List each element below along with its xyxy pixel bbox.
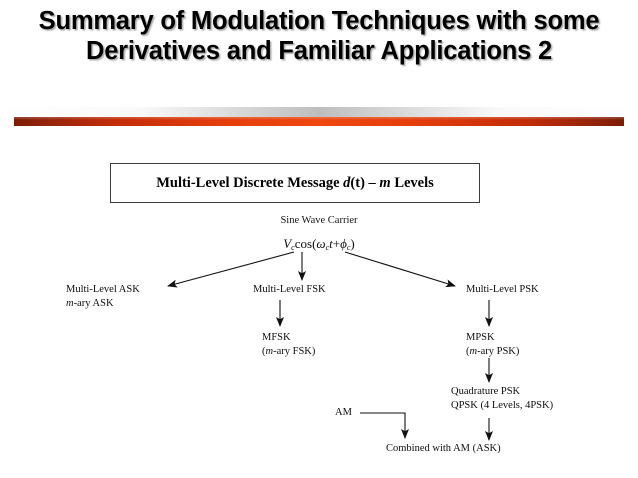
node-multi-level-ask-m: m bbox=[66, 297, 74, 309]
node-combined-am-ask-label: Combined with AM (ASK) bbox=[386, 443, 501, 454]
node-multi-level-ask-line2: m-ary ASK bbox=[66, 297, 140, 311]
node-mfsk-ary: -ary FSK) bbox=[273, 345, 316, 357]
node-am-label: AM bbox=[335, 407, 352, 418]
node-mfsk-m: m bbox=[265, 345, 274, 357]
node-mpsk-line1: MPSK bbox=[466, 332, 495, 343]
node-mfsk-line1: MFSK bbox=[262, 332, 291, 343]
arrow-carrier-to-psk bbox=[344, 251, 456, 288]
node-multi-level-psk-line1: Multi-Level PSK bbox=[466, 284, 539, 295]
message-box-symbol-m: m bbox=[379, 174, 391, 191]
formula-amplitude: V bbox=[283, 236, 292, 251]
node-am: AM bbox=[335, 406, 352, 420]
node-mpsk-open-paren: ( bbox=[466, 345, 470, 357]
arrow-am-to-combined bbox=[360, 412, 409, 439]
node-combined-am-ask: Combined with AM (ASK) bbox=[386, 442, 501, 456]
message-box-prefix: Multi-Level Discrete Message bbox=[156, 174, 344, 191]
node-multi-level-psk: Multi-Level PSK bbox=[466, 283, 539, 297]
formula-cos: cos( bbox=[294, 236, 317, 251]
carrier-caption: Sine Wave Carrier bbox=[280, 215, 358, 226]
node-mfsk: MFSK (m-ary FSK) bbox=[262, 331, 315, 358]
node-mfsk-open-paren: ( bbox=[262, 345, 266, 357]
formula-amplitude-sub: c bbox=[291, 243, 295, 252]
formula-phi: ϕ bbox=[340, 236, 347, 251]
carrier-formula: Vccos(ωct+ϕc) bbox=[0, 236, 638, 252]
formula-close-paren: ) bbox=[350, 236, 355, 251]
divider-accent-bar bbox=[14, 117, 624, 126]
node-mfsk-line2: (m-ary FSK) bbox=[262, 345, 315, 359]
node-multi-level-ask-ary: -ary ASK bbox=[73, 297, 114, 309]
modulation-hierarchy-diagram: Multi-Level Discrete Message d(t) – m Le… bbox=[0, 130, 638, 478]
message-box-paren-t: (t) bbox=[350, 174, 365, 191]
formula-omega-sub: c bbox=[325, 243, 330, 252]
diagram-connectors bbox=[167, 251, 493, 441]
node-multi-level-ask-line1: Multi-Level ASK bbox=[66, 284, 140, 295]
message-box-suffix: Levels bbox=[390, 174, 434, 191]
formula-time: t bbox=[329, 236, 333, 251]
formula-omega: ω bbox=[316, 236, 326, 251]
node-multi-level-fsk: Multi-Level FSK bbox=[253, 283, 326, 297]
divider bbox=[0, 107, 638, 129]
node-mpsk-line2: (m-ary PSK) bbox=[466, 345, 519, 359]
message-box: Multi-Level Discrete Message d(t) – m Le… bbox=[110, 163, 480, 203]
node-mpsk: MPSK (m-ary PSK) bbox=[466, 331, 519, 358]
page-title: Summary of Modulation Techniques with so… bbox=[38, 7, 600, 65]
arrow-carrier-to-ask bbox=[167, 251, 295, 288]
message-box-dash: – bbox=[364, 174, 380, 191]
message-box-symbol-d: d bbox=[343, 174, 351, 191]
node-mpsk-ary: -ary PSK) bbox=[477, 345, 520, 357]
formula-phi-sub: c bbox=[346, 243, 351, 252]
node-mpsk-m: m bbox=[469, 345, 478, 357]
formula-plus: + bbox=[332, 236, 341, 251]
divider-glow bbox=[0, 107, 638, 117]
message-box-label: Multi-Level Discrete Message d(t) – m Le… bbox=[156, 175, 434, 192]
node-quadrature-psk-line1: Quadrature PSK bbox=[451, 386, 521, 397]
node-quadrature-psk-line2: QPSK (4 Levels, 4PSK) bbox=[451, 399, 554, 411]
title-block: Summary of Modulation Techniques with so… bbox=[0, 6, 638, 66]
node-multi-level-ask: Multi-Level ASK m-ary ASK bbox=[66, 283, 140, 310]
node-quadrature-psk: Quadrature PSK QPSK (4 Levels, 4PSK) bbox=[451, 385, 553, 412]
node-multi-level-fsk-line1: Multi-Level FSK bbox=[253, 284, 326, 295]
